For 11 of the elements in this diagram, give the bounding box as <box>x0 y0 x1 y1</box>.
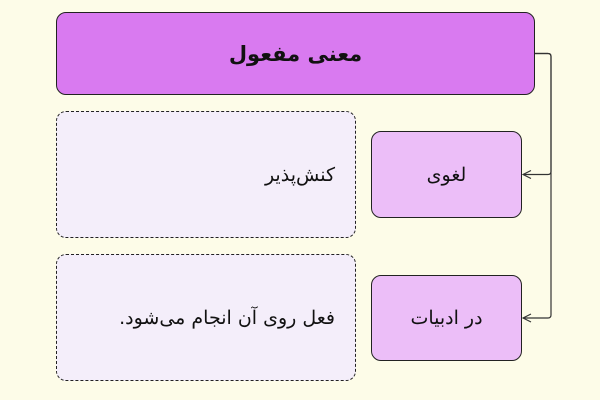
description-text: کنش‌پذیر <box>264 164 335 186</box>
category-box <box>371 275 522 361</box>
title-text: معنی مفعول <box>228 42 362 66</box>
title-box <box>56 12 535 95</box>
connector-arrow <box>522 52 552 323</box>
description-text: فعل روی آن انجام می‌شود. <box>119 306 335 328</box>
description-box <box>56 254 356 381</box>
category-label: در ادبیات <box>410 307 483 329</box>
description-box <box>56 111 356 238</box>
category-box <box>371 131 522 218</box>
category-label: لغوی <box>426 164 466 186</box>
